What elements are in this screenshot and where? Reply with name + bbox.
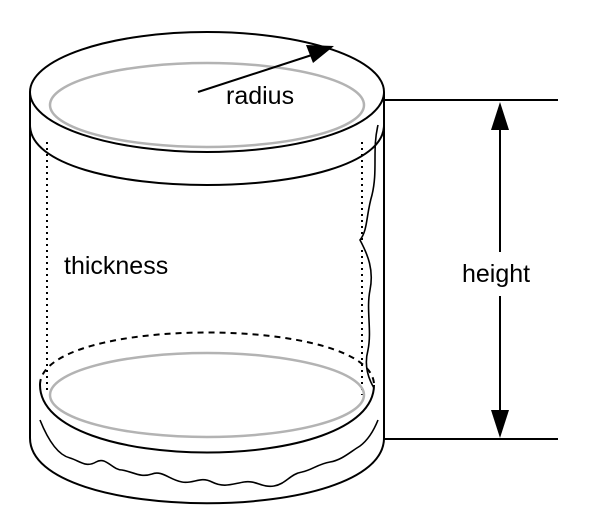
radius-label: radius (226, 82, 294, 110)
top-inner-rim (48, 61, 366, 149)
radius-arrow (197, 45, 334, 93)
cylinder-body (29, 31, 385, 505)
bottom-ragged-edge (39, 419, 379, 488)
inner-rims (48, 61, 366, 439)
bottom-inner-rim (48, 351, 366, 439)
top-layer-edge (29, 124, 385, 186)
height-dimension (384, 99, 558, 440)
right-ragged-edge (359, 124, 379, 389)
bottom-front-edge (39, 384, 375, 454)
thickness-label: thickness (64, 252, 168, 280)
bottom-back-edge-dashed (39, 331, 375, 386)
height-arrowhead-bottom (491, 410, 509, 438)
height-arrowhead-top (491, 102, 509, 130)
bottom-outer-rim (29, 437, 385, 505)
height-label: height (462, 260, 530, 288)
top-outer-rim (29, 31, 385, 153)
